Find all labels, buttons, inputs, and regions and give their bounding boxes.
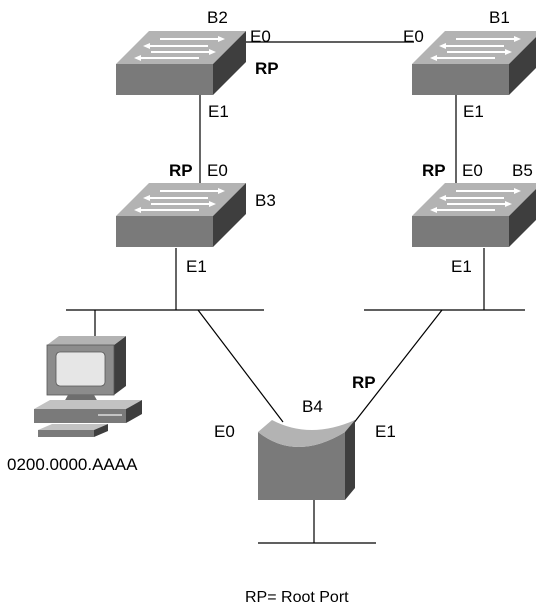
b4-rp-label: RP <box>352 373 376 392</box>
workstation-mac-label: 0200.0000.AAAA <box>7 455 138 474</box>
switch-b1[interactable] <box>412 31 536 95</box>
bridge-top <box>258 420 355 447</box>
switch-b3[interactable] <box>116 183 246 247</box>
b5-rp-label: RP <box>422 161 446 180</box>
bridge-b4[interactable] <box>258 420 355 500</box>
monitor-screen <box>55 351 106 387</box>
b3-rp-label: RP <box>169 161 193 180</box>
monitor-top <box>47 336 126 345</box>
b4-e0-label: E0 <box>214 422 235 441</box>
b3-name-label: B3 <box>255 191 276 210</box>
switch-front <box>116 64 213 95</box>
link-b4-lan-left <box>197 309 284 423</box>
b5-e0-label: E0 <box>462 161 483 180</box>
keyboard-side <box>94 424 108 437</box>
switch-b5[interactable] <box>412 183 536 247</box>
b1-e1-label: E1 <box>463 102 484 121</box>
link-b4-lan-right <box>352 309 443 425</box>
b1-e0-label: E0 <box>403 27 424 46</box>
legend-root-port: RP= Root Port <box>245 589 349 606</box>
cpu-top <box>34 400 142 409</box>
switch-front <box>412 216 509 247</box>
keyboard-front <box>38 430 94 437</box>
b1-name-label: B1 <box>489 8 510 27</box>
switch-front <box>116 216 213 247</box>
b5-name-label: B5 <box>512 161 533 180</box>
b2-e1-label: E1 <box>208 102 229 121</box>
switch-arrows-icon <box>134 36 225 61</box>
b3-e0-label: E0 <box>207 161 228 180</box>
switch-side <box>213 31 246 95</box>
switch-side <box>509 37 536 95</box>
switch-arrows-icon <box>134 188 225 213</box>
b2-rp-label: RP <box>255 59 279 78</box>
b5-e1-label: E1 <box>451 257 472 276</box>
b4-e1-label: E1 <box>375 422 396 441</box>
b4-name-label: B4 <box>302 397 323 416</box>
monitor-side <box>114 336 126 395</box>
bridge-side <box>345 420 355 500</box>
bridge-front <box>258 432 345 500</box>
switch-front <box>412 64 509 95</box>
cpu-front <box>34 409 126 423</box>
keyboard-top <box>38 424 108 430</box>
switch-arrows-icon <box>430 188 521 213</box>
b2-name-label: B2 <box>207 8 228 27</box>
b3-e1-label: E1 <box>186 257 207 276</box>
workstation-computer-icon[interactable] <box>34 336 142 437</box>
switch-b2[interactable] <box>116 31 246 95</box>
switch-side <box>213 183 246 247</box>
cpu-side <box>126 400 142 423</box>
b2-e0-label: E0 <box>250 27 271 46</box>
switch-arrows-icon <box>430 36 521 61</box>
switch-side <box>509 189 536 247</box>
